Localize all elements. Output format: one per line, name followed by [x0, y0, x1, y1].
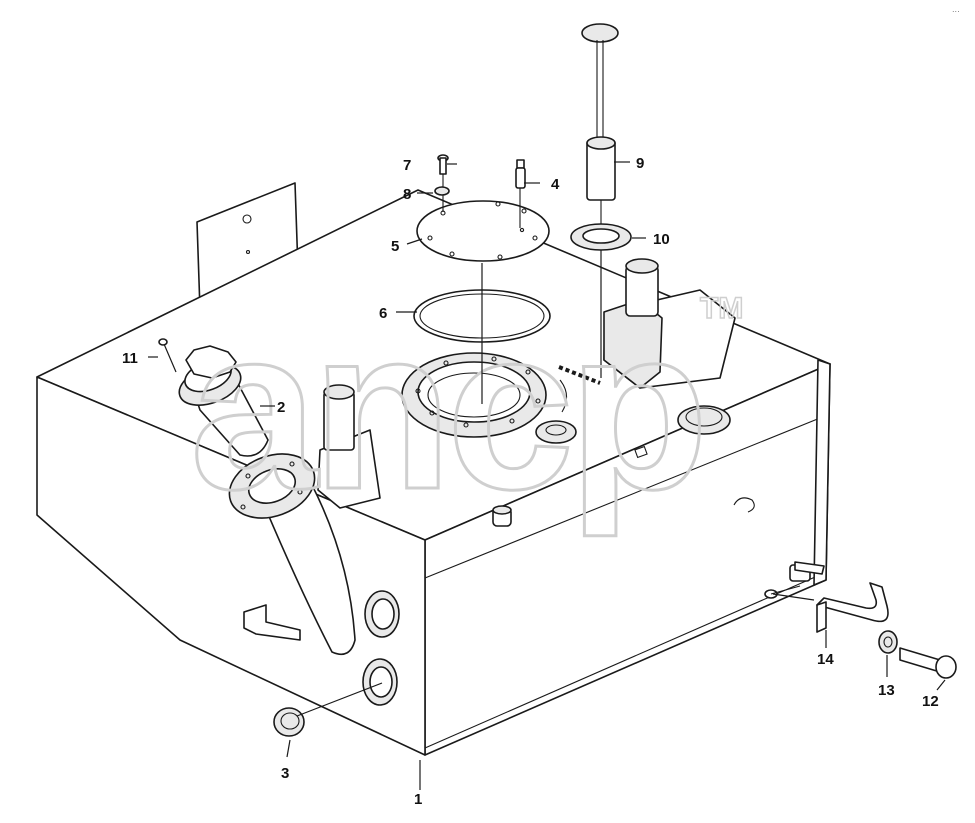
filler-boss [317, 384, 381, 509]
drain-valve [764, 561, 825, 599]
callout-12: 12 [922, 693, 939, 710]
gauge-assembly [581, 23, 619, 226]
mounting-flange [401, 352, 547, 438]
callout-14: 14 [817, 651, 834, 668]
side-port-upper [364, 590, 400, 638]
clamp-14 [816, 582, 889, 633]
callout-6: 6 [379, 305, 387, 322]
washer-8 [434, 186, 450, 196]
callout-2: 2 [277, 399, 285, 416]
tank-hook [733, 497, 755, 513]
callout-11: 11 [122, 350, 138, 367]
tank-left-face [36, 376, 426, 756]
washer-13 [878, 630, 898, 654]
leader-lines [148, 161, 946, 790]
filler-strainer [178, 345, 269, 457]
callout-9: 9 [636, 155, 644, 172]
bolt-7 [437, 154, 449, 212]
callout-13: 13 [878, 682, 895, 699]
callout-7: 7 [403, 157, 411, 174]
level-port [535, 379, 577, 444]
callout-8: 8 [403, 186, 411, 203]
callout-labels: 1 2 3 4 5 6 7 8 9 10 11 12 13 14 [122, 155, 939, 808]
callout-1: 1 [414, 791, 422, 808]
drain-plug [273, 707, 305, 737]
screw-11 [158, 338, 177, 373]
pin-4 [515, 159, 526, 228]
plate-hole [242, 214, 252, 224]
filler-neck [228, 453, 356, 656]
side-port-lower [362, 658, 398, 706]
watermark-tm: TM [700, 292, 743, 325]
callout-4: 4 [551, 176, 560, 193]
callout-5: 5 [391, 238, 399, 255]
watermark: ancp [190, 280, 703, 537]
breather-housing [603, 258, 736, 389]
callout-10: 10 [653, 231, 670, 248]
callout-3: 3 [281, 765, 289, 782]
sensor-boss [677, 405, 731, 435]
tank-handle [243, 604, 301, 641]
cover-plate [416, 200, 550, 262]
sealing-ring [570, 223, 632, 251]
corner-mark: ... [952, 5, 960, 14]
bolt-12 [899, 647, 957, 679]
